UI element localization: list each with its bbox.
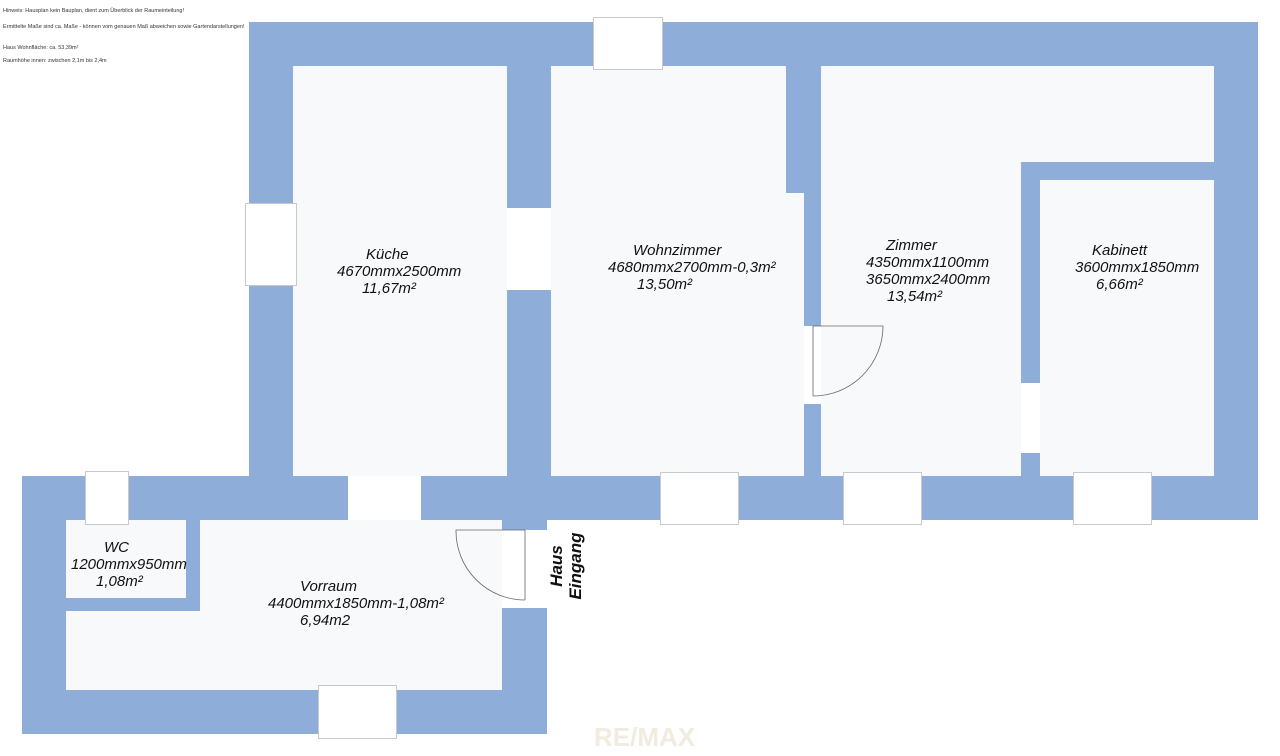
vorraum-name: Vorraum	[300, 578, 357, 595]
living-area-note: Haus Wohnfläche: ca. 53,39m²	[3, 45, 79, 51]
wc-name: WC	[104, 539, 129, 556]
wc-area: 1,08m²	[96, 573, 143, 590]
entrance-door-opening	[502, 530, 547, 608]
window-vorraum-south	[318, 685, 397, 739]
measurement-note: Ermittelte Maße sind ca. Maße - können v…	[3, 24, 245, 30]
window-wc	[85, 471, 129, 525]
room-wc	[66, 520, 186, 598]
room-wohnzimmer-alcove	[786, 193, 804, 476]
room-zimmer-top	[821, 66, 1214, 162]
wohnzimmer-dimensions: 4680mmx2700mm-0,3m²	[608, 259, 776, 276]
entrance-label: Haus Eingang	[547, 532, 585, 599]
zimmer-name: Zimmer	[886, 237, 937, 254]
wohnzimmer-name: Wohnzimmer	[633, 242, 722, 259]
label-vorraum-area: 6,94m2	[300, 612, 350, 629]
wohnzimmer-area: 13,50m²	[637, 276, 693, 293]
label-wc: WC	[104, 539, 129, 556]
ceiling-height-note: Raumhöhe innen: zwischen 2,1m bis 2,4m	[3, 58, 107, 64]
kitchen-vorraum-passage	[348, 476, 421, 520]
window-wohnzimmer-south	[660, 472, 739, 525]
label-wohnzimmer: Wohnzimmer	[633, 242, 721, 259]
label-kueche: Küche	[366, 246, 409, 263]
room-kabinett	[1040, 180, 1214, 476]
label-kueche-details: 4670mmx2500mm	[337, 263, 461, 280]
label-wohnzimmer-details: 4680mmx2700mm-0,3m²	[608, 259, 776, 276]
kitchen-wohnzimmer-passage	[507, 208, 551, 290]
kabinett-name: Kabinett	[1092, 242, 1148, 259]
kueche-name: Küche	[366, 246, 409, 263]
zimmer-door-opening	[804, 326, 821, 404]
label-vorraum-details: 4400mmx1850mm-1,08m²	[268, 595, 444, 612]
kueche-area: 11,67m²	[362, 280, 416, 297]
vorraum-dimensions: 4400mmx1850mm-1,08m²	[268, 595, 444, 612]
zimmer-area: 13,54m²	[887, 288, 943, 305]
kueche-dimensions: 4670mmx2500mm	[337, 263, 462, 280]
kabinett-area: 6,66m²	[1096, 276, 1143, 293]
window-kueche-west	[245, 203, 297, 286]
room-kueche	[293, 66, 507, 476]
entrance-label-line1: Haus	[547, 545, 566, 587]
zimmer-dimensions-2: 3650mmx2400mm	[866, 271, 991, 288]
label-kabinett-details: 3600mmx1850mm	[1075, 259, 1199, 276]
vorraum-area: 6,94m2	[300, 612, 351, 629]
label-wc-area: 1,08m²	[96, 573, 143, 590]
label-wc-details: 1200mmx950mm	[71, 556, 187, 573]
kabinett-door-opening	[1021, 383, 1040, 453]
remax-watermark: RE/MAX	[594, 722, 696, 752]
room-wohnzimmer	[551, 66, 786, 476]
label-wohnzimmer-area: 13,50m²	[637, 276, 692, 293]
label-kueche-area: 11,67m²	[362, 280, 416, 297]
room-zimmer	[821, 162, 1021, 476]
label-vorraum: Vorraum	[300, 578, 357, 595]
label-kabinett: Kabinett	[1092, 242, 1147, 259]
kabinett-dimensions: 3600mmx1850mm	[1075, 259, 1200, 276]
label-zimmer-area: 13,54m²	[887, 288, 942, 305]
window-wohnzimmer-north	[593, 17, 663, 70]
label-kabinett-area: 6,66m²	[1096, 276, 1143, 293]
label-zimmer-dim1: 4350mmx1100mm	[866, 254, 989, 271]
window-kabinett-south	[1073, 472, 1152, 525]
zimmer-dimensions-1: 4350mmx1100mm	[866, 254, 990, 271]
plan-disclaimer: Hinweis: Hausplan kein Bauplan, dient zu…	[3, 8, 184, 14]
window-zimmer-south	[843, 472, 922, 525]
label-zimmer-dim2: 3650mmx2400mm	[866, 271, 990, 288]
entrance-label-line2: Eingang	[566, 532, 585, 600]
label-zimmer: Zimmer	[886, 237, 937, 254]
zimmer-door-swing	[812, 325, 884, 397]
wc-dimensions: 1200mmx950mm	[71, 556, 187, 573]
entrance-door-swing	[455, 529, 526, 601]
